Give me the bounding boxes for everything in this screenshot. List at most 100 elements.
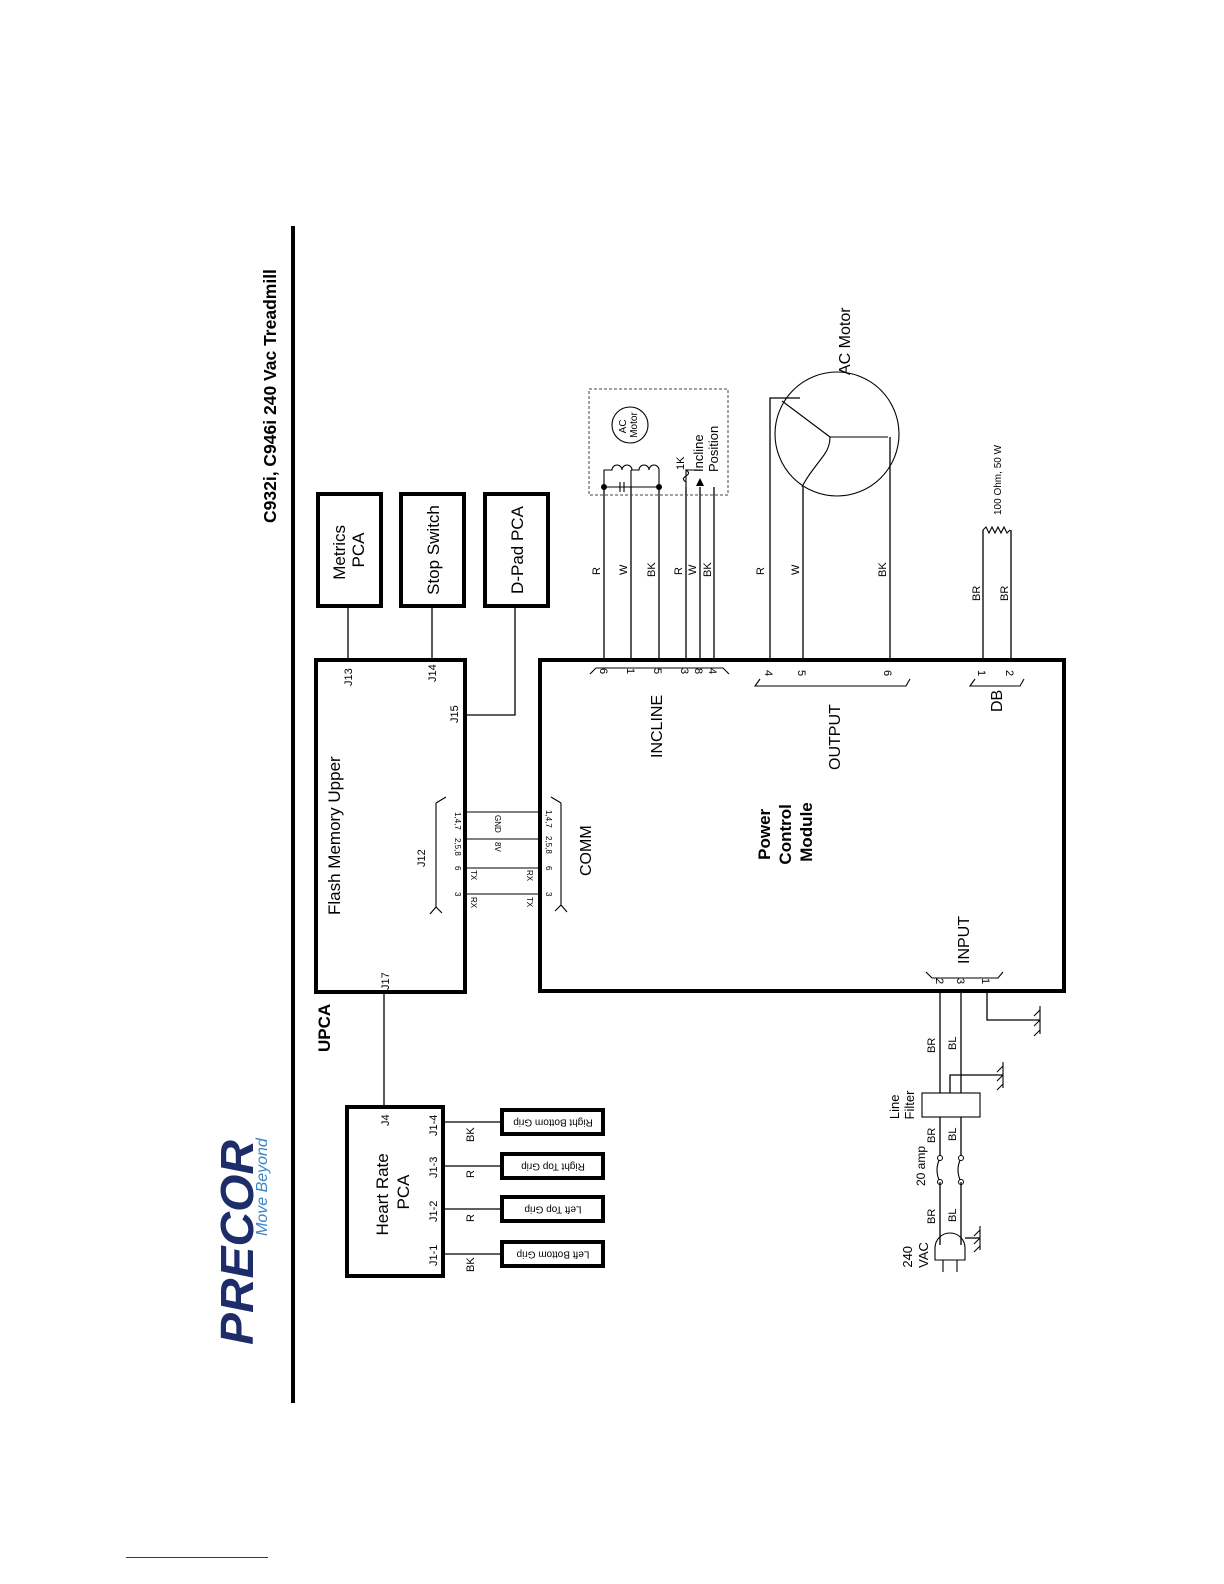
heart-rate-pca-box bbox=[345, 1105, 445, 1278]
plug-ground-icon bbox=[973, 1226, 981, 1253]
incline-pot-value: 1K bbox=[675, 456, 687, 470]
incline-pin-4: 4 bbox=[706, 668, 718, 674]
heart-rate-line-1: Heart Rate bbox=[373, 1153, 392, 1235]
hr-pin-j1-3: J1-3 bbox=[428, 1157, 440, 1178]
breaker-node-br-1 bbox=[937, 1155, 943, 1161]
filter-ground-wire bbox=[949, 1074, 1003, 1093]
input-pin-1: 1 bbox=[979, 978, 991, 984]
incline-pot-line-2: Position bbox=[706, 426, 721, 472]
grip-wires bbox=[443, 1121, 502, 1255]
dpad-pca-box bbox=[483, 492, 550, 608]
input-label: INPUT bbox=[956, 916, 973, 964]
pcm-line-2: Control bbox=[776, 804, 795, 864]
input-bracket bbox=[925, 971, 1004, 979]
db-resistor-label: 100 Ohm, 50 W bbox=[993, 444, 1004, 515]
comm-pin-3: 3 bbox=[544, 892, 553, 897]
line-filter-line-1: Line bbox=[887, 1095, 902, 1120]
comm-signal-tx: TX bbox=[525, 897, 534, 908]
incline-bracket bbox=[589, 667, 730, 675]
grip-wire-bk-2: BK bbox=[465, 1127, 477, 1142]
breaker-wire-br: BR bbox=[926, 1128, 938, 1143]
connector-j13: J13 bbox=[343, 668, 355, 686]
db-wire-br-1: BR bbox=[971, 586, 983, 601]
incline-wire-w: W bbox=[618, 564, 630, 575]
ac-motor-windings bbox=[781, 400, 888, 488]
grip-wire-r-1: R bbox=[465, 1214, 477, 1222]
grip-label-left-bottom: Left Bottom Grip bbox=[516, 1248, 589, 1259]
plug-wire-bl-label: BL bbox=[947, 1209, 959, 1222]
grip-label-left-top: Left Top Grip bbox=[524, 1203, 582, 1214]
logo-tagline: Move Beyond bbox=[254, 1137, 271, 1236]
grip-box-right-bottom bbox=[500, 1108, 605, 1136]
precor-logo: PRECOR Move Beyond bbox=[211, 1137, 271, 1345]
incline-pin-6: 6 bbox=[597, 668, 609, 674]
comm-pin-258: 2,5,8 bbox=[544, 836, 553, 854]
pcm-line-3: Module bbox=[797, 802, 816, 862]
hr-pin-j1-2: J1-2 bbox=[428, 1201, 440, 1222]
j12-pin-3: 3 bbox=[453, 892, 462, 897]
incline-wire-r: R bbox=[591, 567, 603, 575]
input-label-bl: BL bbox=[947, 1037, 959, 1050]
flash-memory-upper-box bbox=[314, 658, 467, 994]
incline-pot-wire-bk: BK bbox=[702, 562, 714, 577]
comm-label: COMM bbox=[578, 825, 595, 876]
incline-motor-label: AC Motor bbox=[618, 412, 640, 438]
power-control-module-label: Power Control Module bbox=[755, 799, 816, 864]
power-source-line-1: 240 bbox=[900, 1246, 915, 1268]
upca-label: UPCA bbox=[315, 1004, 334, 1052]
incline-motor-circle bbox=[611, 406, 649, 444]
incline-node-left bbox=[601, 484, 607, 490]
incline-assembly-outline bbox=[588, 388, 729, 496]
line-filter-box bbox=[921, 1092, 981, 1118]
incline-pot-label: Incline Position bbox=[691, 426, 721, 472]
incline-pin-5: 5 bbox=[651, 668, 663, 674]
input-pin-2: 2 bbox=[933, 978, 945, 984]
db-pin-2: 2 bbox=[1003, 670, 1015, 676]
incline-pin-3: 3 bbox=[678, 668, 690, 674]
incline-node-right bbox=[656, 484, 662, 490]
j12-pin-6: 6 bbox=[453, 866, 462, 871]
breaker-node-bl-1 bbox=[958, 1155, 964, 1161]
j12-signal-tx: TX bbox=[469, 870, 478, 881]
j12-pin-258: 2,5,8 bbox=[453, 838, 462, 856]
grip-box-right-top bbox=[500, 1152, 605, 1180]
connector-j15: J15 bbox=[449, 705, 461, 723]
hr-pin-j1-4: J1-4 bbox=[428, 1115, 440, 1136]
metrics-line-1: Metrics bbox=[330, 525, 349, 580]
input-ground-wire bbox=[986, 991, 1040, 1021]
plug-icon bbox=[934, 1232, 966, 1261]
grip-wire-bk-1: BK bbox=[465, 1257, 477, 1272]
db-bracket bbox=[968, 678, 1025, 687]
metrics-pca-label: Metrics PCA bbox=[330, 520, 368, 580]
filter-ground-icon bbox=[996, 1062, 1004, 1091]
j12-signal-rx: RX bbox=[469, 897, 478, 909]
comm-signal-rx: RX bbox=[525, 870, 534, 882]
incline-motor-windings bbox=[601, 464, 662, 492]
incline-wire-bk: BK bbox=[646, 562, 658, 577]
db-wire-br-2: BR bbox=[999, 586, 1011, 601]
heart-rate-pca-label: Heart Rate PCA bbox=[373, 1149, 413, 1236]
connector-j4: J4 bbox=[380, 1114, 392, 1126]
grip-label-right-top: Right Top Grip bbox=[521, 1160, 585, 1171]
grip-box-left-bottom bbox=[500, 1240, 605, 1268]
grip-label-right-bottom: Right Bottom Grip bbox=[513, 1116, 593, 1127]
flash-memory-upper-label: Flash Memory Upper bbox=[325, 756, 344, 915]
output-pin-4: 4 bbox=[762, 670, 774, 676]
metrics-pca-box bbox=[316, 492, 383, 608]
j12-signal-8v: 8V bbox=[493, 842, 502, 852]
plug-wire-br-label: BR bbox=[926, 1209, 938, 1224]
ac-wire-w: W bbox=[790, 564, 802, 575]
output-pin-6: 6 bbox=[881, 670, 893, 676]
dpad-pca-label: D-Pad PCA bbox=[508, 505, 527, 594]
ac-motor-label: AC Motor bbox=[837, 307, 854, 375]
connector-j12: J12 bbox=[416, 849, 428, 867]
breaker-contact-bl bbox=[957, 1157, 962, 1183]
incline-pot-wire-r: R bbox=[673, 567, 685, 575]
logo-wordmark: PRECOR bbox=[211, 1140, 263, 1345]
power-source-label: 240 VAC bbox=[900, 1242, 931, 1268]
pcm-line-1: Power bbox=[755, 808, 774, 859]
ground-icon bbox=[1033, 1006, 1041, 1037]
db-pin-1: 1 bbox=[975, 670, 987, 676]
connector-j14: J14 bbox=[427, 664, 439, 682]
